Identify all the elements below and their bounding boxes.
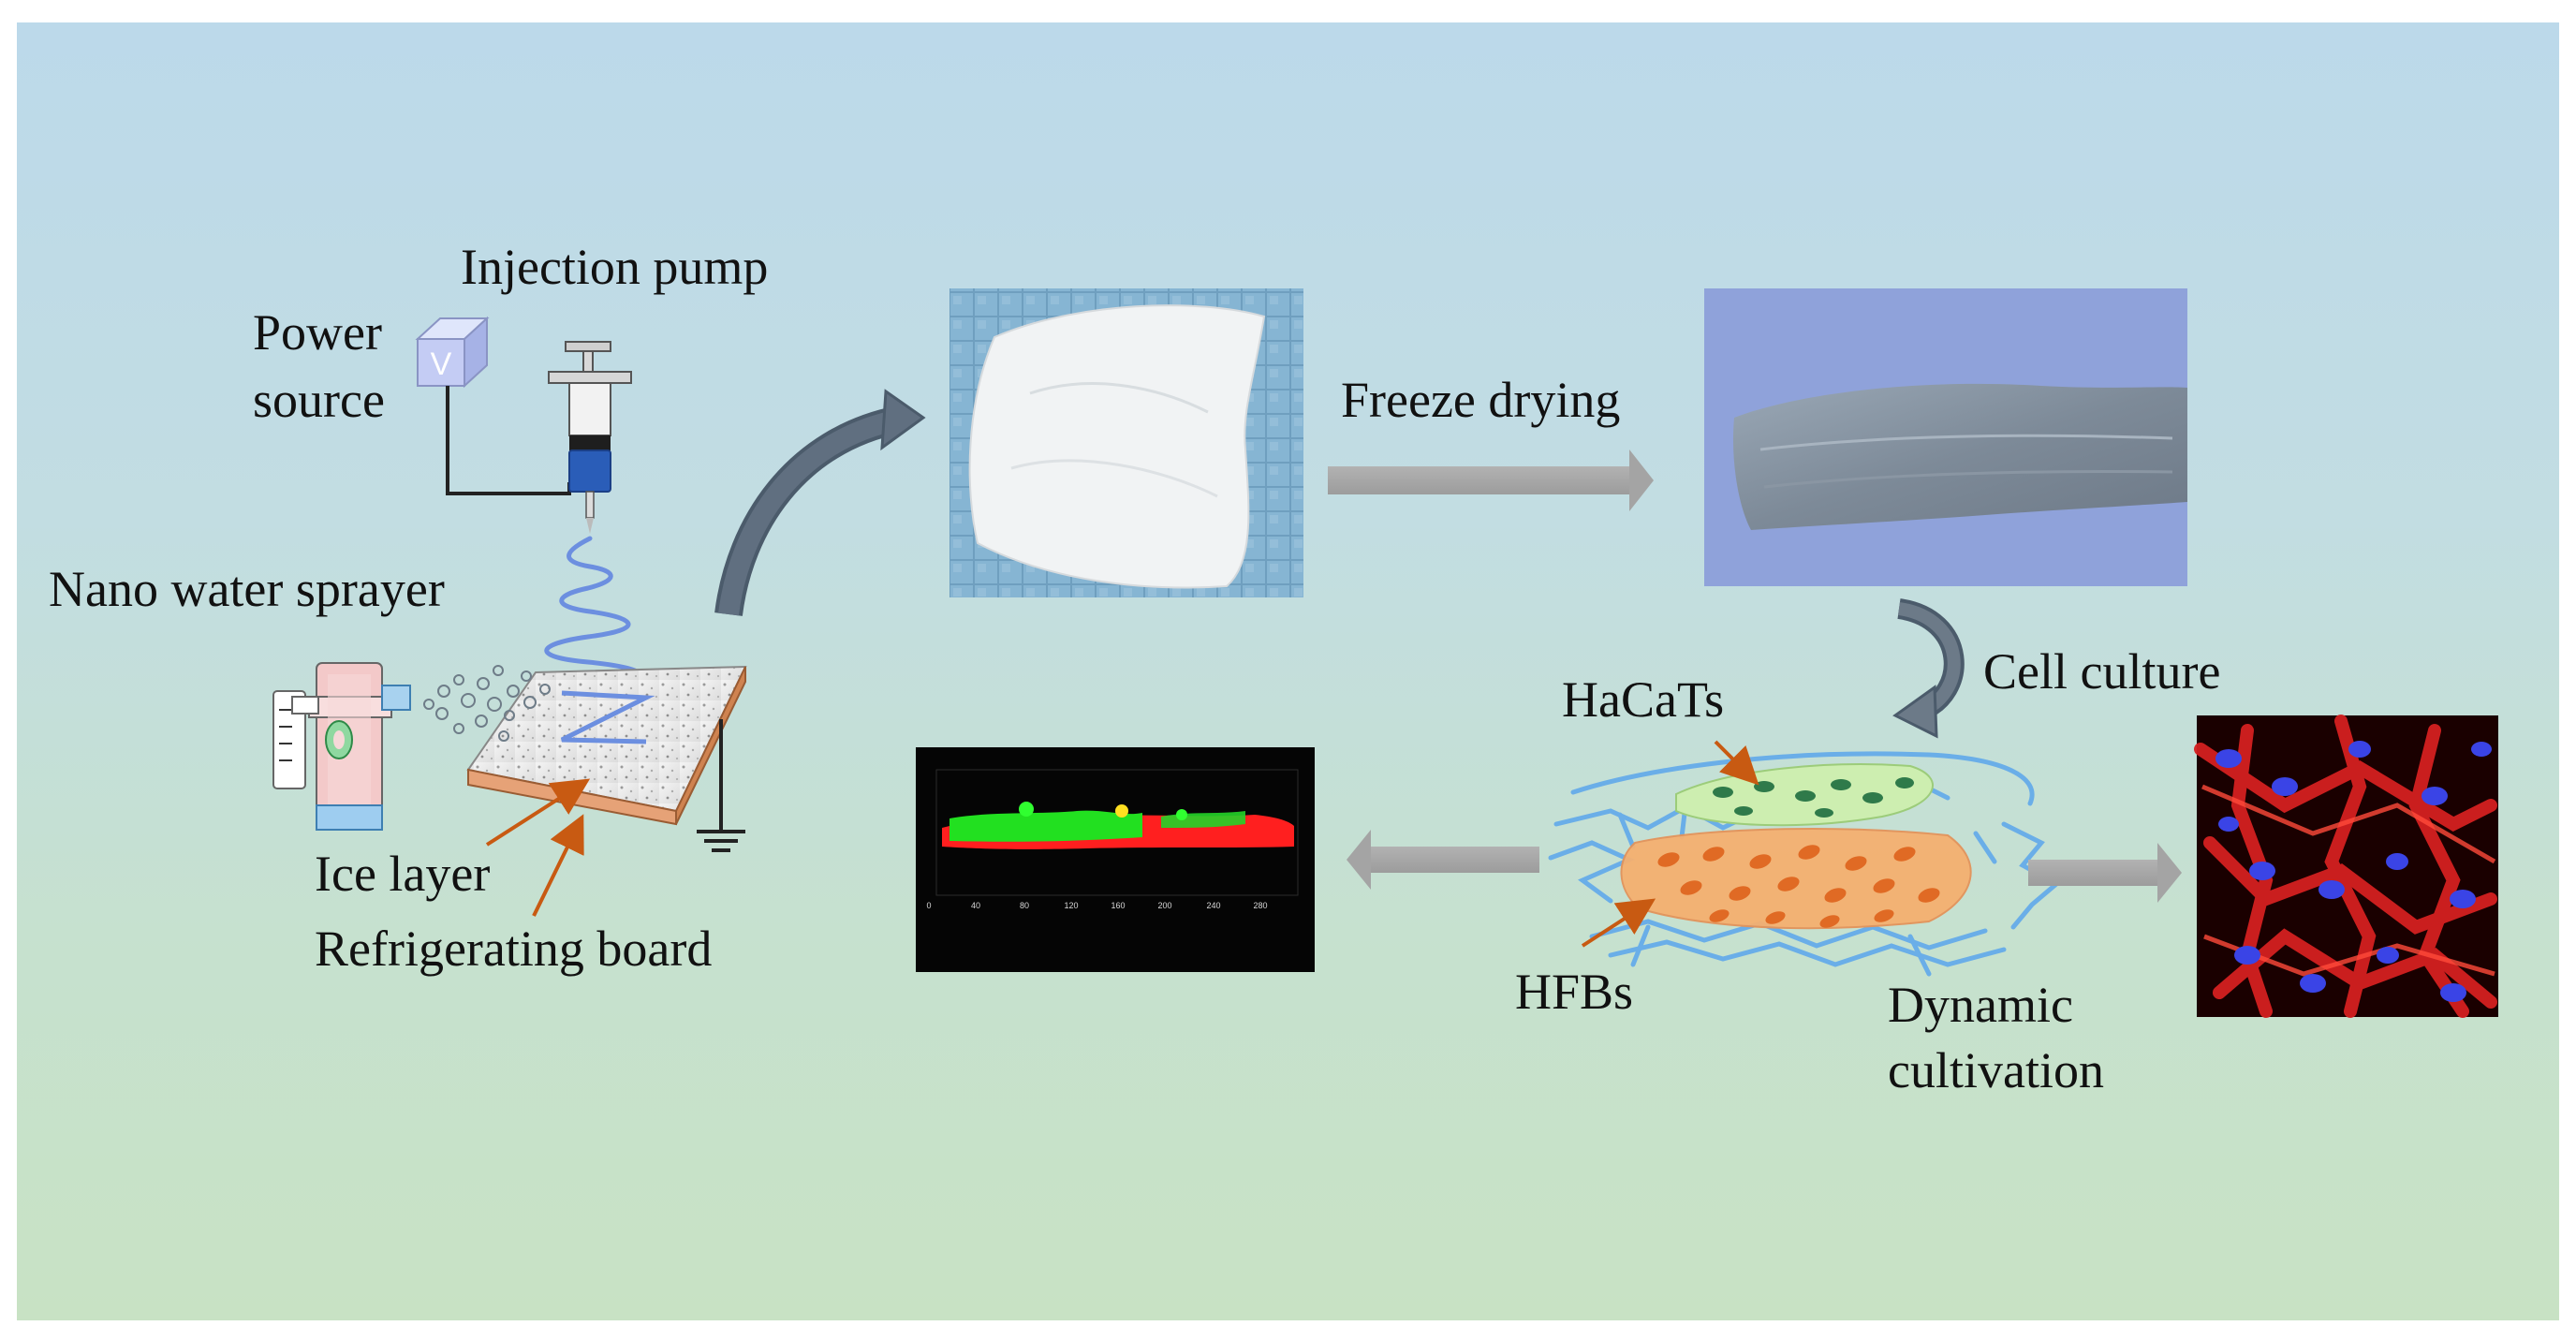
ground-icon: [697, 719, 745, 852]
deposited-fiber: [560, 690, 655, 744]
ice-layer-pointer: [485, 778, 591, 847]
refrigerating-board-icon: [466, 665, 747, 826]
dynamic-cultivation-label-line1: Dynamic: [1888, 977, 2073, 1033]
hfbs-pointer: [1581, 898, 1656, 948]
confocal-axis-tick: 0: [926, 901, 931, 910]
injection-pump-icon: [548, 341, 632, 534]
confocal-axis-tick: 240: [1206, 901, 1220, 910]
power-source-icon: V: [415, 316, 490, 389]
dynamic-cultivation-label-line2: cultivation: [1888, 1042, 2104, 1098]
hfbs-label: HFBs: [1515, 964, 1634, 1020]
refrigerating-board-pointer: [532, 814, 584, 917]
confocal-axis-ticks: 0 40 80 120 160 200 240 280: [926, 901, 1267, 910]
diagram-background: [17, 22, 2559, 1320]
curved-arrow-to-membrane: [714, 389, 926, 616]
water-droplets: [423, 665, 551, 742]
power-wire: [446, 386, 571, 495]
hacat-cells: [1713, 777, 1914, 818]
membrane-photo: [949, 288, 1303, 597]
confocal-axis-tick: 40: [971, 901, 980, 910]
power-source-label-line1: Power: [253, 304, 382, 361]
confocal-axis-tick: 200: [1157, 901, 1171, 910]
cell-nuclei: [2215, 741, 2492, 1002]
freeze-drying-arrow: [1328, 449, 1654, 511]
arrow-to-cross-section: [1347, 830, 1539, 890]
hfb-cells: [1657, 845, 1940, 928]
refrigerating-board-label: Refrigerating board: [315, 921, 713, 977]
injection-pump-label: Injection pump: [461, 239, 769, 295]
fluorescence-micrograph: [2194, 715, 2498, 1018]
confocal-cross-section: 0 40 80 120 160 200 240 280: [916, 747, 1315, 972]
dynamic-cultivation-arrow: [2028, 843, 2182, 903]
nano-water-sprayer-label: Nano water sprayer: [49, 561, 445, 617]
skin-construct-illustration: [1548, 740, 2061, 977]
freeze-drying-label: Freeze drying: [1341, 372, 1621, 428]
cell-culture-arrow: [1892, 598, 1965, 739]
hacats-pointer: [1714, 740, 1759, 786]
nano-water-sprayer-icon: [272, 662, 411, 831]
power-source-label-line2: source: [253, 372, 385, 428]
voltmeter-symbol: V: [431, 346, 452, 382]
cell-culture-label: Cell culture: [1983, 643, 2221, 700]
confocal-axis-tick: 120: [1064, 901, 1078, 910]
ice-layer-label: Ice layer: [315, 846, 491, 902]
confocal-axis-tick: 160: [1111, 901, 1125, 910]
confocal-axis-tick: 80: [1020, 901, 1029, 910]
hacats-label: HaCaTs: [1562, 671, 1725, 728]
scaffold-photo: [1704, 288, 2187, 586]
confocal-axis-tick: 280: [1253, 901, 1267, 910]
